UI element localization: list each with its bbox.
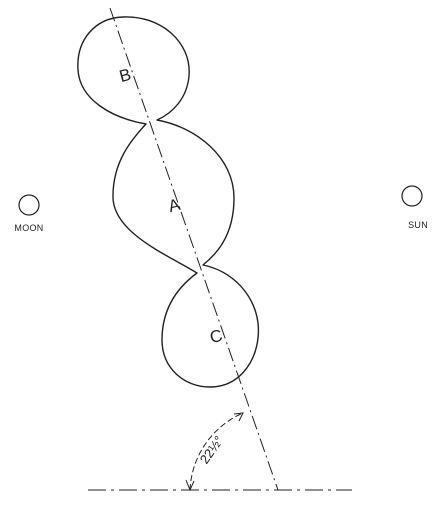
three-lobe-outline: [77, 16, 260, 388]
angle-label: 22½°: [197, 433, 227, 467]
angle-arrowhead-bottom: [185, 479, 195, 492]
angle-arc: [189, 412, 244, 491]
label-c: C: [208, 326, 225, 348]
sun-label: SUN: [408, 220, 428, 230]
moon-circle: [18, 194, 40, 216]
moon-label: MOON: [14, 223, 43, 233]
label-b: B: [117, 65, 133, 86]
sun-circle: [401, 185, 423, 207]
label-a: A: [166, 195, 183, 216]
angle-arrowhead-top: [233, 412, 244, 422]
body-axis-line: [109, 7, 279, 491]
